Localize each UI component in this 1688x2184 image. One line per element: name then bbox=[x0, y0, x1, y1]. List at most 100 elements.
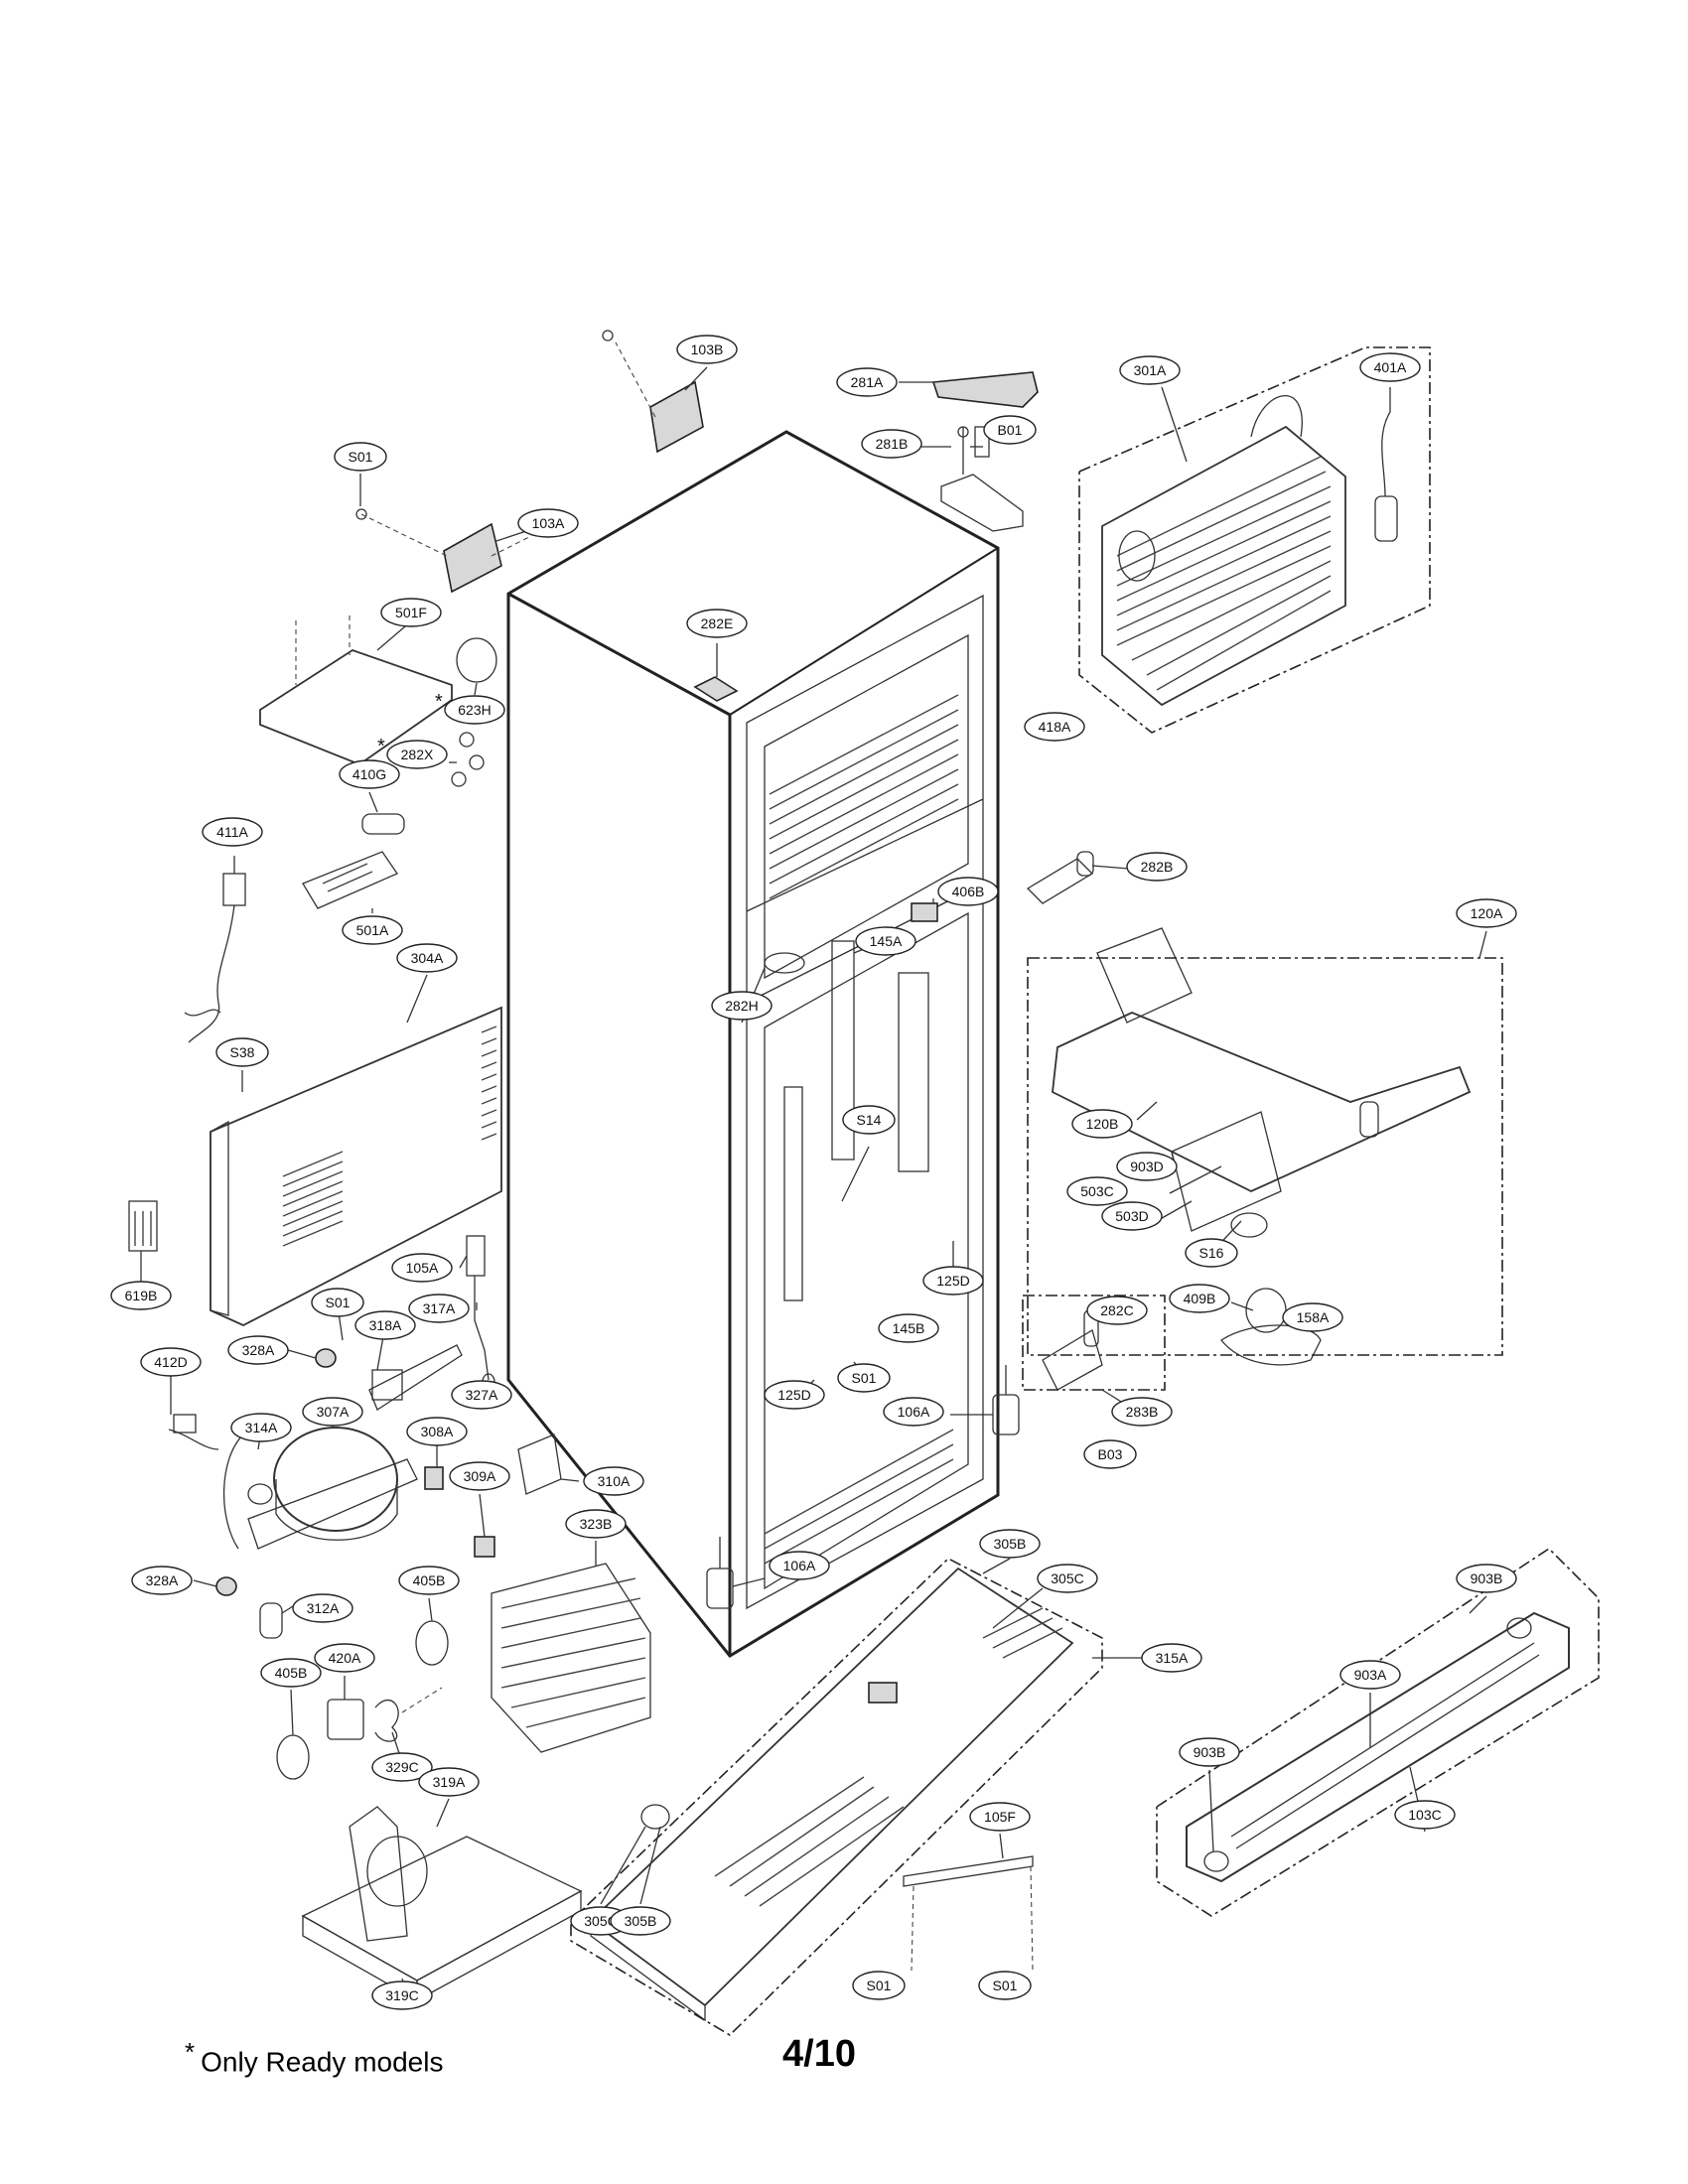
callout-120a: 120A bbox=[1456, 898, 1517, 928]
callout-bubble bbox=[302, 1397, 363, 1427]
page-number: 4/10 bbox=[782, 2033, 856, 2075]
callout-text: 319C bbox=[385, 1987, 418, 2003]
callout-106a-b: 106A bbox=[769, 1551, 830, 1580]
callout-s01-e: S01 bbox=[978, 1971, 1032, 2000]
callout-412d: 412D bbox=[140, 1347, 202, 1377]
callout-text: 106A bbox=[783, 1558, 816, 1573]
callout-145a: 145A bbox=[855, 926, 916, 956]
callout-bubble bbox=[837, 1363, 891, 1393]
evaporator-boundary bbox=[1078, 346, 1431, 734]
callout-text: 410G bbox=[352, 766, 386, 782]
control-cover-group bbox=[259, 615, 497, 909]
callout-text: 120B bbox=[1086, 1116, 1119, 1132]
callout-text: 501F bbox=[395, 605, 427, 620]
callout-145b: 145B bbox=[878, 1313, 939, 1343]
callout-282c: 282C bbox=[1086, 1296, 1148, 1325]
callout-bubble bbox=[215, 1037, 269, 1067]
callout-903d: 903D bbox=[1116, 1152, 1178, 1181]
callout-308a: 308A bbox=[406, 1417, 468, 1446]
callout-bubble bbox=[1394, 1800, 1456, 1830]
kickplate-boundary bbox=[1156, 1547, 1600, 1917]
callout-text: 412D bbox=[154, 1354, 187, 1370]
callout-bubble bbox=[1282, 1302, 1343, 1332]
callout-text: 903B bbox=[1194, 1744, 1226, 1760]
callout-314a: 314A bbox=[230, 1413, 292, 1442]
callout-text: 406B bbox=[952, 884, 985, 899]
callout-bubble bbox=[764, 1380, 825, 1410]
drain-pan bbox=[301, 1806, 583, 2002]
callout-bubble bbox=[842, 1105, 896, 1135]
back-cover bbox=[210, 1006, 502, 1327]
callout-bubble bbox=[202, 817, 263, 847]
cabinet-body bbox=[506, 430, 1000, 1658]
callout-bubble bbox=[396, 943, 458, 973]
callout-text: S38 bbox=[230, 1044, 255, 1060]
kickplate-grille bbox=[1186, 1611, 1570, 1883]
callout-bubble bbox=[517, 508, 579, 538]
callout-text: 305C bbox=[584, 1913, 617, 1929]
callout-text: 405B bbox=[413, 1572, 446, 1588]
lower-hinge bbox=[1042, 1309, 1103, 1391]
callout-bubble bbox=[1086, 1296, 1148, 1325]
callout-text: 281B bbox=[876, 436, 909, 452]
callout-text: 281A bbox=[851, 374, 884, 390]
callout-307a: 307A bbox=[302, 1397, 363, 1427]
callout-bubble bbox=[418, 1767, 480, 1797]
callout-s01-a: S01 bbox=[334, 442, 387, 472]
callout-text: 103B bbox=[691, 341, 724, 357]
callout-text: 106A bbox=[898, 1404, 930, 1420]
callout-bubble bbox=[1456, 898, 1517, 928]
callout-401a: 401A bbox=[1359, 352, 1421, 382]
callout-text: 401A bbox=[1374, 359, 1407, 375]
callout-bubble bbox=[855, 926, 916, 956]
callout-bubble bbox=[852, 1971, 906, 2000]
callout-282x: 282X* bbox=[377, 736, 448, 769]
callout-bubble bbox=[1179, 1737, 1240, 1767]
callout-bubble bbox=[983, 415, 1037, 445]
callout-text: S01 bbox=[993, 1978, 1018, 1993]
callout-411a: 411A bbox=[202, 817, 263, 847]
callout-text: 308A bbox=[421, 1424, 454, 1439]
callout-bubble bbox=[1169, 1284, 1230, 1313]
callout-282e: 282E bbox=[686, 609, 748, 638]
callout-503d: 503D bbox=[1101, 1201, 1163, 1231]
condenser-coil bbox=[491, 1563, 651, 1753]
callout-text: 418A bbox=[1039, 719, 1071, 735]
callout-bubble bbox=[1037, 1564, 1098, 1593]
callout-bubble bbox=[444, 695, 505, 725]
middle-hinge bbox=[1026, 851, 1094, 904]
callout-bubble bbox=[1111, 1397, 1173, 1427]
callout-282b: 282B bbox=[1126, 852, 1188, 882]
callout-503c: 503C bbox=[1066, 1176, 1128, 1206]
top-hinge-assembly bbox=[931, 371, 1039, 532]
callout-bubble bbox=[398, 1566, 460, 1595]
callout-619b: 619B bbox=[110, 1281, 172, 1310]
callout-s14: S14 bbox=[842, 1105, 896, 1135]
callout-103a: 103A bbox=[517, 508, 579, 538]
callout-410g: 410G bbox=[339, 759, 400, 789]
callout-text: 503D bbox=[1115, 1208, 1148, 1224]
callout-305b-a: 305B bbox=[979, 1529, 1041, 1559]
callout-903a: 903A bbox=[1339, 1660, 1401, 1690]
callout-310a: 310A bbox=[583, 1466, 644, 1496]
drain-tube bbox=[466, 1235, 495, 1391]
callout-bubble bbox=[342, 915, 403, 945]
callout-bubble bbox=[1456, 1564, 1517, 1593]
callout-bubble bbox=[227, 1335, 289, 1365]
callout-bubble bbox=[131, 1566, 193, 1595]
callout-text: 411A bbox=[216, 824, 248, 840]
callout-text: 145B bbox=[893, 1320, 925, 1336]
callout-903b-b: 903B bbox=[1179, 1737, 1240, 1767]
callout-bubble bbox=[979, 1529, 1041, 1559]
callout-text: 420A bbox=[329, 1650, 361, 1666]
callout-text: 623H bbox=[458, 702, 491, 718]
callout-s38: S38 bbox=[215, 1037, 269, 1067]
callout-text: 310A bbox=[598, 1473, 631, 1489]
base-plate-boundary bbox=[570, 1558, 1103, 2037]
callout-bubble bbox=[978, 1971, 1032, 2000]
callout-text: 317A bbox=[423, 1300, 456, 1316]
callout-281a: 281A bbox=[836, 367, 898, 397]
callout-bubble bbox=[406, 1417, 468, 1446]
ice-tray-boundary bbox=[1027, 957, 1503, 1356]
callout-text: 903B bbox=[1471, 1570, 1503, 1586]
